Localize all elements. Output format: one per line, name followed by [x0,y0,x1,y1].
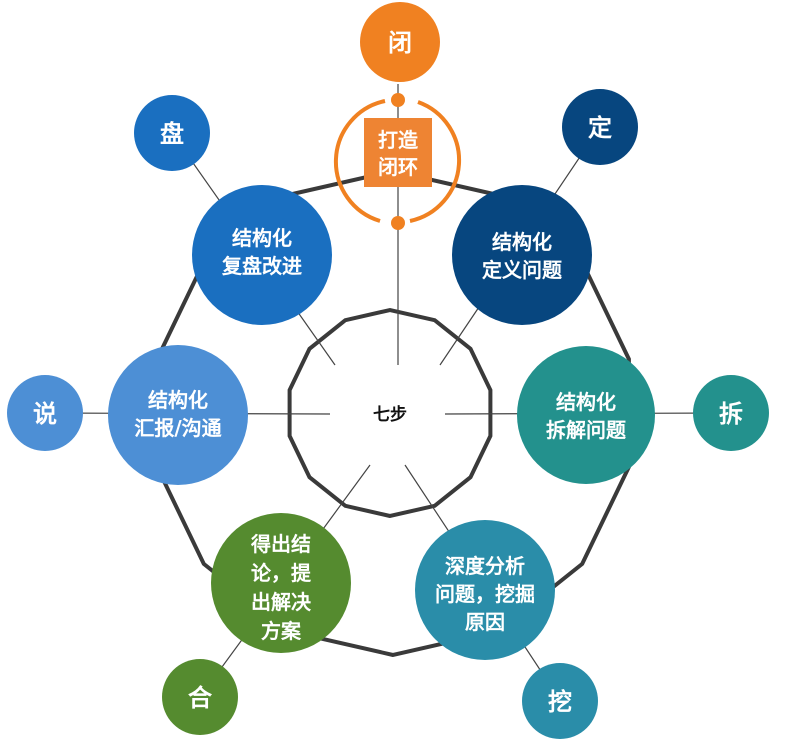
close-loop-box [364,118,432,187]
step-label-line: 方案 [261,619,302,643]
conclude-small-circle [162,659,238,735]
close-small-circle [360,2,440,82]
decompose-small-label: 拆 [719,400,743,428]
step-label-line: 原因 [465,610,505,634]
step-label-line: 汇报/沟通 [134,416,221,440]
step-label-line: 得出结 [250,532,311,556]
define-big-circle [452,185,592,325]
step-label-line: 复盘改进 [221,254,302,278]
step-label-line: 论，提 [251,561,312,585]
dig-small-circle [522,663,598,739]
review-big-circle [192,185,332,325]
close-loop-node: 打造 闭环 闭 [333,2,462,230]
dig-small-label: 挖 [548,688,572,716]
step-label-line: 结构化 [492,230,552,254]
step-decompose: 结构化 拆解问题 拆 [517,346,769,484]
decompose-big-circle [517,346,655,484]
step-label-line: 拆解问题 [546,418,627,442]
close-loop-box-line: 闭环 [378,155,418,179]
step-label-line: 结构化 [148,388,208,412]
loop-arc-left [333,99,386,223]
inner-polygon [287,307,493,519]
conclude-small-label: 合 [188,684,213,712]
review-small-circle [134,95,210,171]
report-small-label: 说 [33,400,57,428]
close-loop-box-line: 打造 [378,128,419,152]
decompose-small-circle [693,375,769,451]
step-label-line: 出解决 [251,590,312,614]
conclude-big-circle [211,513,351,653]
report-big-circle [108,345,248,485]
review-small-label: 盘 [160,120,184,148]
loop-arc-right [409,100,462,223]
step-label-line: 结构化 [556,390,616,414]
step-label-line: 深度分析 [445,554,525,578]
define-small-circle [562,89,638,165]
step-conclude: 得出结 论，提 出解决 方案 合 [162,513,351,735]
step-label-line: 定义问题 [482,258,563,282]
define-small-label: 定 [588,114,612,142]
loop-dot-top [391,93,405,107]
dig-big-circle [415,520,555,660]
step-label-line: 问题，挖掘 [435,582,535,606]
close-small-label: 闭 [388,29,412,57]
report-small-circle [7,375,83,451]
step-define: 结构化 定义问题 定 [452,89,638,325]
center-label: 七步 [373,404,407,425]
loop-dot-bottom [391,216,405,230]
step-dig: 深度分析 问题，挖掘 原因 挖 [415,520,598,739]
step-label-line: 结构化 [232,226,292,250]
step-review: 结构化 复盘改进 盘 [134,95,332,325]
step-report: 结构化 汇报/沟通 说 [7,345,248,485]
